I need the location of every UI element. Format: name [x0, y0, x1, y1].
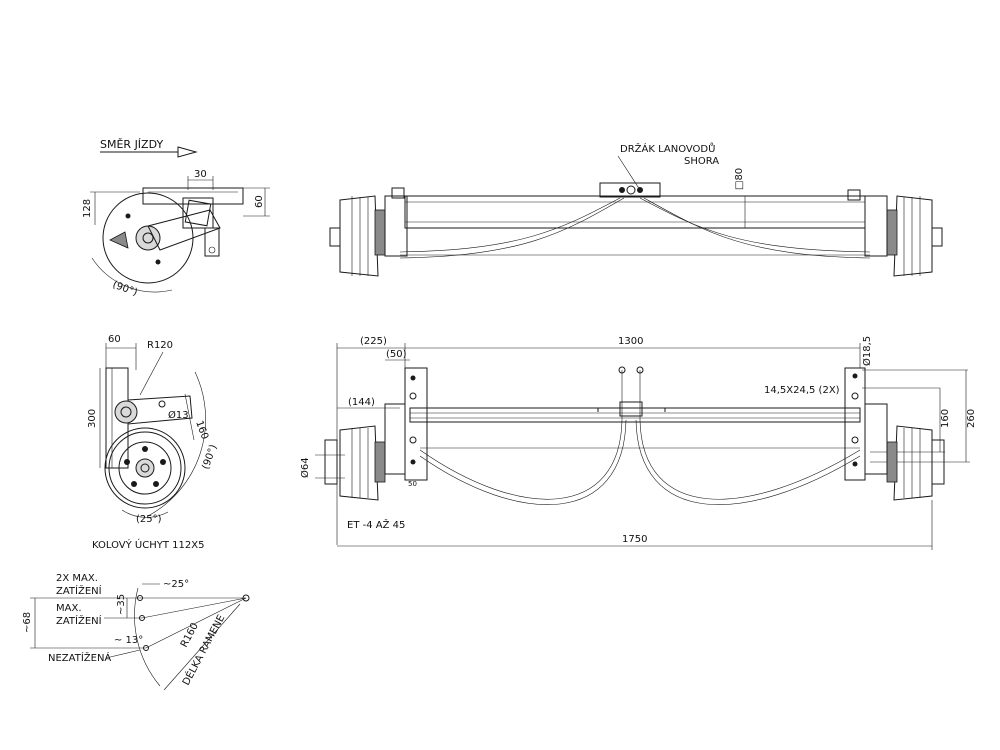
dim-90a: (90°)	[111, 279, 139, 298]
dim-144: (144)	[348, 397, 375, 408]
unloaded-label: NEZATÍŽENÁ	[48, 651, 111, 664]
dim-260: 260	[966, 409, 977, 428]
dim-50: (50)	[386, 349, 407, 360]
slot-label: 14,5X24,5 (2X)	[764, 385, 840, 396]
dim-o185: Ø18,5	[861, 336, 873, 366]
side-view-top: SMĚR JÍZDY 30 128 60 (90°)	[82, 138, 270, 299]
dim-128: 128	[82, 199, 93, 218]
load-diagram: 2X MAX. ZATÍŽENÍ MAX. ZATÍŽENÍ NEZATÍŽEN…	[22, 573, 250, 691]
dim-160a: 160	[193, 419, 210, 441]
direction-arrow-icon	[177, 146, 198, 158]
dim-1750: 1750	[622, 534, 647, 545]
load-2x-line1: 2X MAX.	[56, 573, 98, 584]
load-max-line2: ZATÍŽENÍ	[56, 614, 102, 627]
load-max-line1: MAX.	[56, 603, 82, 614]
dim-25: (25°)	[136, 514, 162, 525]
angle-25: ~25°	[163, 579, 189, 590]
dim-30: 30	[194, 169, 207, 180]
dim-225: (225)	[360, 336, 387, 347]
dim-r120: R120	[147, 340, 173, 351]
load-2x-line2: ZATÍŽENÍ	[56, 584, 102, 597]
bolt-pattern-label: KOLOVÝ ÚCHYT 112X5	[92, 538, 204, 551]
dim-sq80: □80	[734, 168, 745, 190]
axle-front-view: (225) 1300 (50) Ø18,5 14,5X24,5 (2X) 160…	[299, 336, 977, 550]
dim-160b: 160	[940, 409, 951, 428]
cable-holder-line1: DRŽÁK LANOVODŮ	[620, 142, 715, 155]
offset-label: ET -4 AŽ 45	[347, 518, 405, 531]
dim-1300: 1300	[618, 336, 643, 347]
axle-top-view: DRŽÁK LANOVODŮ SHORA □80	[329, 142, 943, 277]
dim-60a: 60	[254, 195, 265, 208]
dim-90b: (90°)	[200, 443, 219, 471]
dim-r160: R160	[179, 621, 201, 649]
cable-holder-line2: SHORA	[684, 156, 719, 167]
dim-300: 300	[87, 409, 98, 428]
dim-60b: 60	[108, 334, 121, 345]
dim-50b: 50	[408, 480, 417, 488]
dim-68: ~68	[22, 612, 33, 633]
hub-side-view: 60 R120 300 Ø13 160 (90°)	[87, 334, 220, 551]
dim-o64: Ø64	[299, 457, 311, 478]
angle-13: ~ 13°	[114, 635, 143, 646]
direction-label: SMĚR JÍZDY	[100, 138, 163, 151]
dim-o13: Ø13	[168, 409, 189, 421]
arm-length-label: DÉLKA RAMENE	[179, 612, 227, 687]
dim-35: ~35	[116, 594, 127, 615]
